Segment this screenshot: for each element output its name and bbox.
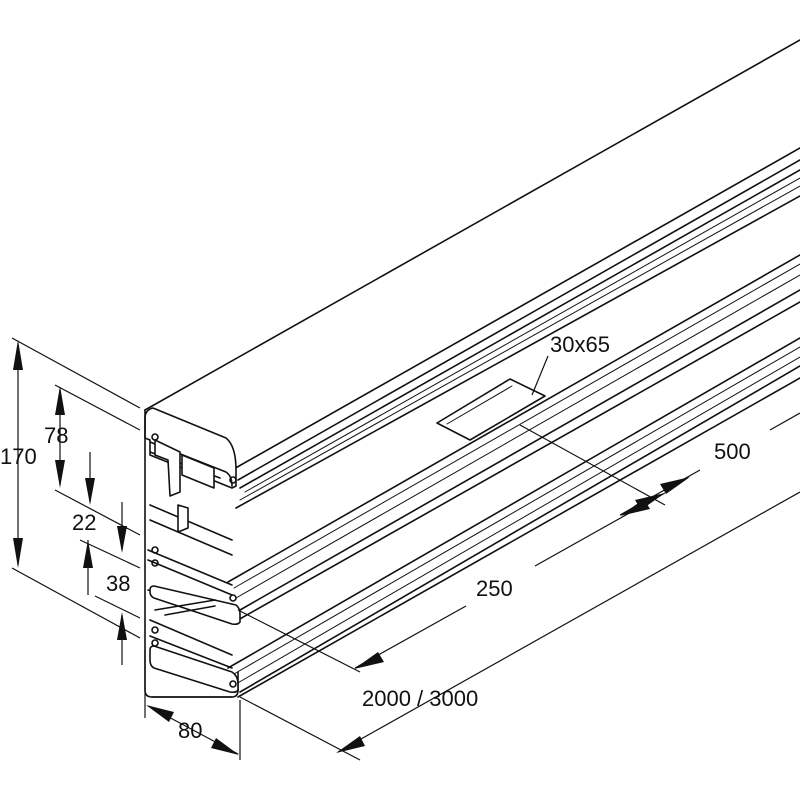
label-170: 170 bbox=[0, 444, 37, 469]
label-22: 22 bbox=[72, 510, 96, 535]
label-length: 2000 / 3000 bbox=[362, 686, 478, 711]
label-80: 80 bbox=[178, 718, 202, 743]
label-500: 500 bbox=[714, 439, 751, 464]
dimension-500: 500 bbox=[519, 412, 800, 516]
cutout-slot bbox=[436, 378, 546, 441]
dimension-cutout: 30x65 bbox=[531, 332, 610, 396]
dimension-170: 170 bbox=[0, 337, 141, 639]
dimension-80: 80 bbox=[144, 650, 241, 760]
label-cutout: 30x65 bbox=[550, 332, 610, 357]
front-profile bbox=[144, 407, 241, 698]
middle-rail bbox=[227, 254, 800, 621]
trunking-body bbox=[144, 39, 800, 698]
lower-rail bbox=[227, 337, 800, 693]
dimension-250: 250 bbox=[237, 492, 666, 673]
dimension-22: 22 bbox=[72, 452, 141, 569]
label-78: 78 bbox=[44, 423, 68, 448]
upper-rail bbox=[235, 169, 800, 509]
dimension-38: 38 bbox=[83, 502, 141, 665]
dimension-length: 2000 / 3000 bbox=[239, 491, 800, 761]
label-250: 250 bbox=[476, 576, 513, 601]
label-38: 38 bbox=[106, 571, 130, 596]
